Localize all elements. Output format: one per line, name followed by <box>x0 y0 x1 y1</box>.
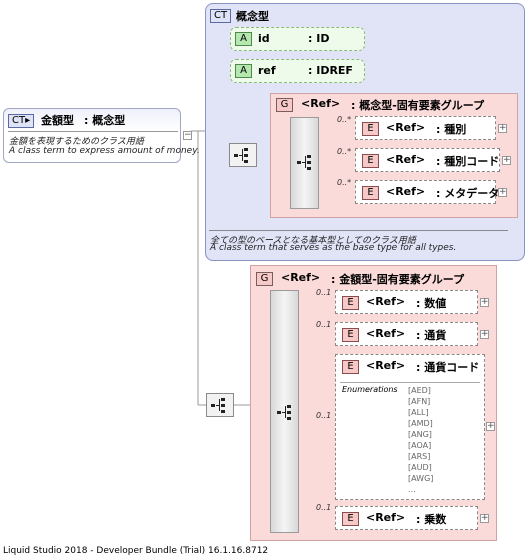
element-icon: E <box>362 122 379 136</box>
group-icon: G <box>276 98 293 112</box>
enumeration-value: [ARS] <box>408 452 431 461</box>
root-complex-type[interactable]: CT▸ 金額型 : 概念型 金額を表現するためのクラス用語 A class te… <box>3 108 200 163</box>
enumeration-value: [AFN] <box>408 397 431 406</box>
divider <box>340 382 480 383</box>
element-ref: <Ref> <box>366 295 406 308</box>
element-shubetsu[interactable]: E <Ref> : 種別 <box>355 116 496 140</box>
element-name: : 数値 <box>416 297 447 310</box>
element-ref: <Ref> <box>386 185 426 198</box>
attribute-name: id <box>258 32 270 45</box>
enumerations-label: Enumerations <box>342 385 398 394</box>
expand-icon[interactable]: + <box>480 513 489 523</box>
base-annotation-ja: 全ての型のベースとなる基本型としてのクラス用語 <box>210 236 416 246</box>
enumeration-value: [ALL] <box>408 408 429 417</box>
attribute-id[interactable]: A id : ID <box>230 27 365 51</box>
attribute-icon: A <box>235 32 252 46</box>
cardinality: 0..1 <box>316 411 332 420</box>
enumeration-value: [AMD] <box>408 419 433 428</box>
sequence-icon[interactable] <box>229 143 257 167</box>
expand-icon[interactable]: + <box>498 187 507 197</box>
attribute-type: : ID <box>308 32 330 45</box>
attribute-type: : IDREF <box>308 64 353 77</box>
element-shubetsu-code[interactable]: E <Ref> : 種別コード <box>355 148 500 172</box>
element-name: : 乗数 <box>416 513 447 526</box>
sequence-bar <box>270 290 299 533</box>
cardinality: 0..1 <box>316 503 332 512</box>
element-icon: E <box>362 186 379 200</box>
element-name: : 種別コード <box>436 155 500 168</box>
enumeration-value: [AWG] <box>408 474 434 483</box>
cardinality: 0..1 <box>316 288 332 297</box>
enumeration-value: [ANG] <box>408 430 432 439</box>
element-name: : メタデータ <box>436 187 500 200</box>
sequence-icon[interactable] <box>293 151 319 177</box>
cardinality: 0..* <box>337 178 352 187</box>
expand-icon[interactable]: + <box>502 155 511 165</box>
group-name: : 金額型-固有要素グループ <box>331 273 465 286</box>
cardinality: 0..* <box>337 115 352 124</box>
expand-icon[interactable]: + <box>486 421 495 431</box>
group-ref: <Ref> <box>281 271 321 284</box>
root-base-type: : 概念型 <box>84 114 126 127</box>
element-name: : 種別 <box>436 123 467 136</box>
element-icon: E <box>342 360 359 374</box>
base-type-title: 概念型 <box>236 10 269 23</box>
group-name: : 概念型-固有要素グループ <box>351 99 485 112</box>
root-annotation-ja: 金額を表現するためのクラス用語 <box>9 137 144 147</box>
expand-icon[interactable]: + <box>480 329 489 339</box>
attribute-ref[interactable]: A ref : IDREF <box>230 59 365 83</box>
group-ref: <Ref> <box>301 97 341 110</box>
cardinality: 0..1 <box>316 320 332 329</box>
divider <box>209 230 508 231</box>
enumeration-value: ... <box>408 485 416 494</box>
root-type-name: 金額型 <box>41 114 74 127</box>
sequence-icon[interactable] <box>273 401 299 427</box>
complex-type-icon: CT▸ <box>8 114 35 128</box>
enumeration-value: [AOA] <box>408 441 432 450</box>
group-icon: G <box>256 272 273 286</box>
divider <box>8 131 178 132</box>
complex-type-icon: CT <box>210 9 232 23</box>
element-tsuuka-code[interactable]: E <Ref> : 通貨コード Enumerations [AED] [AFN]… <box>335 354 485 500</box>
element-ref: <Ref> <box>366 511 406 524</box>
root-annotation-en: A class term to express amount of money. <box>9 146 200 156</box>
enumeration-value: [AED] <box>408 386 431 395</box>
element-suuchi[interactable]: E <Ref> : 数値 <box>335 290 478 314</box>
element-name: : 通貨コード <box>416 361 480 374</box>
sequence-icon[interactable] <box>206 393 234 417</box>
element-ref: <Ref> <box>386 153 426 166</box>
element-jousuu[interactable]: E <Ref> : 乗数 <box>335 506 478 530</box>
element-name: : 通貨 <box>416 329 447 342</box>
element-metadata[interactable]: E <Ref> : メタデータ <box>355 180 500 204</box>
attribute-icon: A <box>235 64 252 78</box>
element-ref: <Ref> <box>366 359 406 372</box>
element-icon: E <box>342 296 359 310</box>
expand-icon[interactable]: + <box>480 297 489 307</box>
element-icon: E <box>342 328 359 342</box>
attribute-name: ref <box>258 64 276 77</box>
element-icon: E <box>342 512 359 526</box>
cardinality: 0..* <box>337 147 352 156</box>
collapse-toggle[interactable]: − <box>183 130 192 140</box>
element-icon: E <box>362 154 379 168</box>
enumeration-value: [AUD] <box>408 463 432 472</box>
footer-text: Liquid Studio 2018 - Developer Bundle (T… <box>3 546 269 556</box>
element-tsuuka[interactable]: E <Ref> : 通貨 <box>335 322 478 346</box>
base-annotation-en: A class term that serves as the base typ… <box>210 243 457 253</box>
expand-icon[interactable]: + <box>498 123 507 133</box>
element-ref: <Ref> <box>366 327 406 340</box>
enumeration-list: [AED] [AFN] [ALL] [AMD] [ANG] [AOA] [ARS… <box>408 385 433 495</box>
element-ref: <Ref> <box>386 121 426 134</box>
